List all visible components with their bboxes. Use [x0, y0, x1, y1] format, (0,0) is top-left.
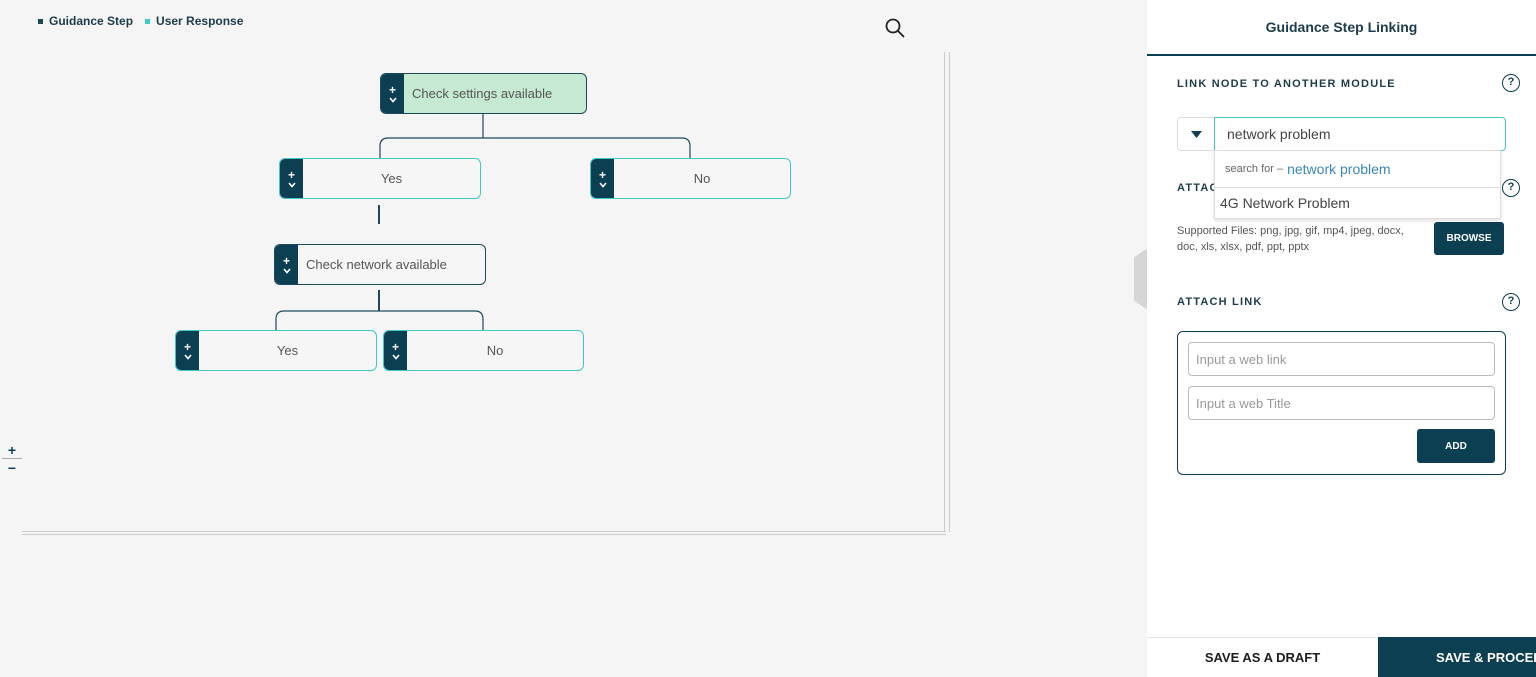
node-controls: +	[275, 245, 298, 284]
canvas-scrollbar-vertical[interactable]	[944, 52, 950, 532]
attach-link-box: ADD	[1177, 331, 1506, 475]
node-controls: +	[591, 159, 614, 198]
add-link-button[interactable]: ADD	[1417, 429, 1495, 463]
tree-node-response-yes[interactable]: + Yes	[279, 158, 481, 199]
chevron-down-icon[interactable]	[598, 181, 607, 188]
dropdown-search-option[interactable]: search for – network problem	[1215, 151, 1500, 188]
zoom-controls: + −	[2, 441, 22, 477]
panel-collapse-handle[interactable]	[1134, 248, 1148, 310]
chevron-down-icon[interactable]	[391, 353, 400, 360]
node-label: Yes	[380, 171, 403, 186]
save-proceed-button[interactable]: SAVE & PROCEED	[1378, 637, 1536, 677]
tree-node-response-no[interactable]: + No	[590, 158, 791, 199]
expand-icon[interactable]: +	[598, 167, 606, 182]
dropdown-option[interactable]: 4G Network Problem	[1220, 195, 1350, 211]
help-icon[interactable]: ?	[1502, 74, 1520, 92]
browse-button[interactable]: BROWSE	[1434, 222, 1504, 255]
legend-swatch-response	[145, 18, 151, 24]
legend-swatch-guidance	[38, 18, 43, 24]
tree-node-response-yes-2[interactable]: + Yes	[175, 330, 377, 371]
expand-icon[interactable]: +	[391, 339, 399, 354]
search-prefix: search for –	[1225, 163, 1284, 175]
tree-node-response-no-2[interactable]: + No	[383, 330, 584, 371]
search-term: network problem	[1287, 161, 1391, 177]
help-icon[interactable]: ?	[1502, 293, 1520, 311]
help-icon[interactable]: ?	[1502, 179, 1520, 197]
caret-down-icon	[1190, 130, 1202, 138]
tree-node-root[interactable]: + Check settings available	[380, 73, 587, 114]
node-label: Check network available	[306, 257, 447, 272]
panel-footer: SAVE AS A DRAFT SAVE & PROCEED	[1147, 637, 1536, 677]
chevron-down-icon[interactable]	[388, 96, 397, 103]
web-link-input[interactable]	[1188, 342, 1495, 376]
expand-icon[interactable]: +	[388, 82, 396, 97]
node-controls: +	[176, 331, 199, 370]
node-label: Yes	[276, 343, 299, 358]
expand-icon[interactable]: +	[282, 253, 290, 268]
web-title-input[interactable]	[1188, 386, 1495, 420]
zoom-in-button[interactable]: +	[2, 441, 22, 459]
canvas-scrollbar-horizontal[interactable]	[22, 531, 946, 535]
legend-item-user-response: User Response	[145, 14, 243, 28]
module-search-input[interactable]	[1214, 117, 1506, 151]
panel-title: Guidance Step Linking	[1147, 0, 1536, 56]
node-controls: +	[280, 159, 303, 198]
chevron-down-icon[interactable]	[287, 181, 296, 188]
legend-item-guidance-step: Guidance Step	[38, 14, 133, 28]
node-label: No	[486, 343, 504, 358]
dropdown-toggle-button[interactable]	[1177, 117, 1215, 151]
module-dropdown-list: search for – network problem 4G Network …	[1214, 150, 1501, 219]
expand-icon[interactable]: +	[287, 167, 295, 182]
zoom-out-button[interactable]: −	[7, 460, 17, 476]
tree-node-step-network[interactable]: + Check network available	[274, 244, 486, 285]
expand-icon[interactable]: +	[183, 339, 191, 354]
search-icon[interactable]	[884, 17, 906, 39]
node-label: Check settings available	[412, 86, 553, 101]
chevron-down-icon[interactable]	[183, 353, 192, 360]
linking-panel: Guidance Step Linking LINK NODE TO ANOTH…	[1147, 0, 1536, 677]
legend: Guidance Step User Response	[38, 14, 243, 28]
node-controls: +	[384, 331, 407, 370]
section-title-attach-file: ATTAC	[1177, 182, 1219, 194]
supported-files-text: Supported Files: png, jpg, gif, mp4, jpe…	[1177, 225, 1404, 253]
legend-label: Guidance Step	[49, 14, 134, 28]
node-controls: +	[381, 74, 404, 113]
legend-label: User Response	[156, 14, 244, 28]
node-label: No	[693, 171, 711, 186]
section-title-link-module: LINK NODE TO ANOTHER MODULE	[1177, 78, 1396, 90]
save-draft-button[interactable]: SAVE AS A DRAFT	[1147, 637, 1378, 677]
chevron-down-icon[interactable]	[282, 267, 291, 274]
section-title-attach-link: ATTACH LINK	[1177, 296, 1263, 308]
